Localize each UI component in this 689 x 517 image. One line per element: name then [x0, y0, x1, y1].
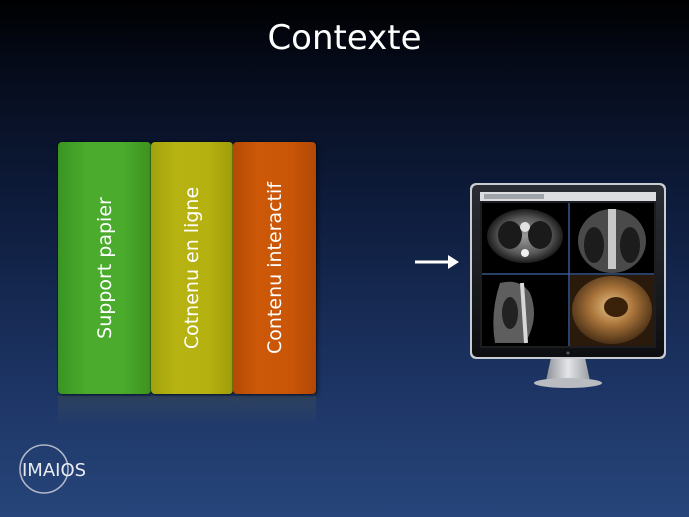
panel-stack: Support papier Cotnenu en ligne Contenu …: [58, 142, 316, 394]
slide-title: Contexte: [267, 18, 422, 58]
right-arrow-icon: [415, 255, 459, 269]
panel-label: Cotnenu en ligne: [181, 186, 203, 350]
monitor-image: [470, 183, 666, 388]
svg-text:IMAIOS: IMAIOS: [22, 460, 86, 481]
panel-label: Contenu interactif: [263, 182, 286, 354]
panel-contenu-interactif: Contenu interactif: [233, 142, 316, 394]
panel-support-papier: Support papier: [58, 142, 151, 394]
panel-contenu-en-ligne: Cotnenu en ligne: [151, 142, 233, 394]
panel-reflection: [58, 396, 316, 426]
imaios-logo: IMAIOS: [19, 444, 86, 494]
panel-label: Support papier: [93, 197, 116, 339]
